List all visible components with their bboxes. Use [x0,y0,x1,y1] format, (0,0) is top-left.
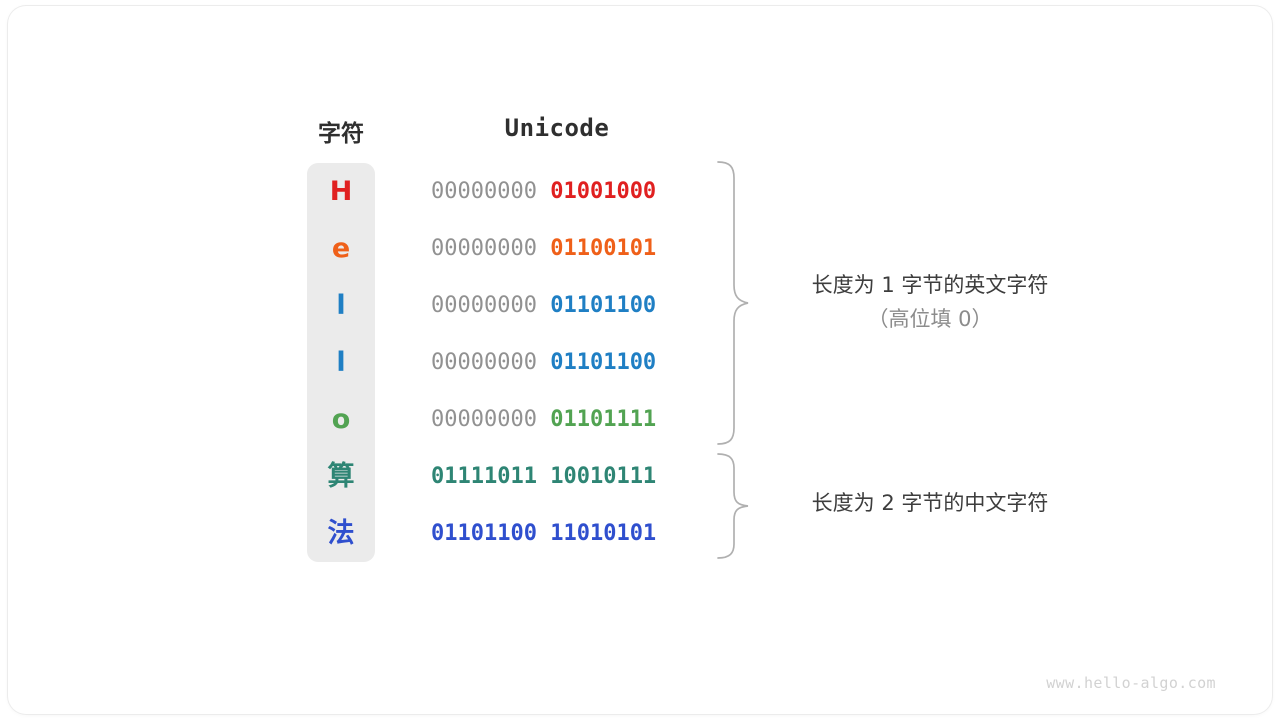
brace-cjk-group [716,452,750,564]
column-header-unicode: Unicode [504,114,610,142]
unicode-bits-cell: 00000000 01101100 [431,334,683,391]
high-byte-bits: 01101100 [431,521,537,546]
character-cell: e [331,233,351,264]
table-row: 算 01111011 10010111 [0,448,1280,505]
unicode-bits-cell: 00000000 01101100 [431,277,683,334]
unicode-bits-cell: 01101100 11010101 [431,505,683,562]
low-byte-bits: 01001000 [550,179,657,204]
annotation-cjk-line1: 长度为 2 字节的中文字符 [811,491,1049,515]
low-byte-bits: 10010111 [550,464,657,489]
high-byte-bits: 00000000 [431,350,537,375]
high-byte-bits: 00000000 [431,407,537,432]
unicode-bits-cell: 00000000 01001000 [431,163,683,220]
character-cell: l [336,290,346,321]
low-byte-bits: 11010101 [550,521,657,546]
character-cell: H [329,176,353,207]
low-byte-bits: 01100101 [550,236,657,261]
site-watermark: www.hello-algo.com [1046,674,1216,692]
figure-card [8,6,1272,714]
low-byte-bits: 01101111 [550,407,657,432]
high-byte-bits: 00000000 [431,179,537,204]
table-row: e 00000000 01100101 [0,220,1280,277]
character-cell: 法 [327,518,355,549]
character-cell: l [336,347,346,378]
unicode-bits-cell: 01111011 10010111 [431,448,683,505]
annotation-ascii-line1: 长度为 1 字节的英文字符 [811,273,1049,297]
unicode-bits-cell: 00000000 01101111 [431,391,683,448]
table-row: l 00000000 01101100 [0,334,1280,391]
annotation-cjk: 长度为 2 字节的中文字符 [760,486,1100,520]
brace-ascii-group [716,160,750,450]
character-cell: 算 [327,461,355,492]
table-row: H 00000000 01001000 [0,163,1280,220]
column-header-character: 字符 [318,121,364,147]
low-byte-bits: 01101100 [550,293,657,318]
character-column-panel [307,163,375,562]
table-row: o 00000000 01101111 [0,391,1280,448]
table-row: 法 01101100 11010101 [0,505,1280,562]
character-cell: o [331,404,351,435]
low-byte-bits: 01101100 [550,350,657,375]
unicode-bits-cell: 00000000 01100101 [431,220,683,277]
high-byte-bits: 00000000 [431,236,537,261]
high-byte-bits: 00000000 [431,293,537,318]
annotation-ascii: 长度为 1 字节的英文字符 （高位填 0） [760,268,1100,336]
table-row: l 00000000 01101100 [0,277,1280,334]
annotation-ascii-line2: （高位填 0） [867,307,993,331]
high-byte-bits: 01111011 [431,464,537,489]
